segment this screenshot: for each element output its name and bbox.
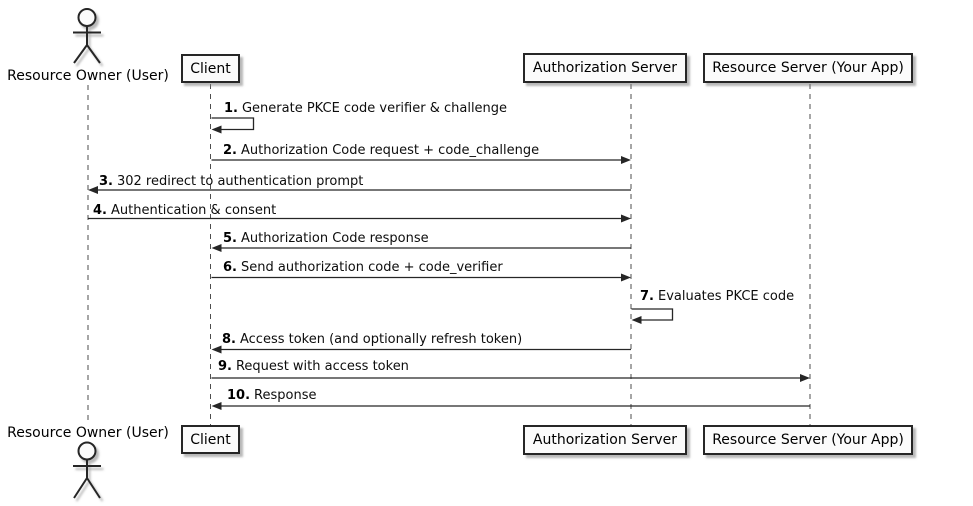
message-label-1: 1.Generate PKCE code verifier & challeng…	[224, 101, 507, 116]
message-text: Request with access token	[235, 359, 409, 374]
message-label-8: 8.Access token (and optionally refresh t…	[222, 332, 522, 347]
arrow-msg-3	[88, 186, 631, 194]
arrow-msg-1	[211, 117, 255, 134]
arrow-msg-6	[211, 273, 631, 282]
message-label-3: 3.302 redirect to authentication prompt	[99, 174, 363, 189]
actor-icon-bottom	[73, 441, 101, 499]
message-label-5: 5.Authorization Code response	[223, 231, 429, 246]
actor-label-top: Resource Owner (User)	[7, 68, 169, 84]
message-number: 7.	[640, 289, 654, 304]
participant-client-top: Client	[181, 54, 240, 83]
message-text: Authorization Code request + code_challe…	[240, 143, 540, 158]
arrow-msg-2	[211, 156, 631, 164]
message-number: 6.	[223, 260, 237, 275]
message-text: Authorization Code response	[240, 231, 429, 246]
message-label-9: 9.Request with access token	[218, 359, 409, 374]
participant-resource-server-top: Resource Server (Your App)	[703, 53, 913, 83]
message-number: 1.	[224, 101, 238, 116]
message-text: Access token (and optionally refresh tok…	[239, 332, 523, 347]
message-number: 5.	[223, 231, 237, 246]
actor-icon-top	[73, 8, 101, 64]
participant-authorization-server-top: Authorization Server	[523, 53, 687, 83]
participant-authorization-server-bottom: Authorization Server	[523, 425, 687, 455]
message-label-7: 7.Evaluates PKCE code	[640, 289, 794, 304]
message-label-2: 2.Authorization Code request + code_chal…	[223, 143, 539, 158]
message-number: 10.	[227, 388, 251, 403]
arrow-msg-7	[631, 308, 674, 324]
participant-client-bottom: Client	[181, 425, 240, 454]
arrow-msg-10	[211, 402, 810, 410]
message-text: Evaluates PKCE code	[657, 289, 795, 304]
arrow-msg-4	[88, 214, 631, 223]
message-number: 2.	[223, 143, 237, 158]
message-text: 302 redirect to authentication prompt	[116, 174, 364, 189]
message-text: Response	[254, 388, 317, 403]
message-label-10: 10.Response	[227, 388, 316, 403]
message-text: Authentication & consent	[110, 203, 277, 218]
message-text: Send authorization code + code_verifier	[240, 260, 503, 275]
message-label-6: 6.Send authorization code + code_verifie…	[223, 260, 503, 275]
participant-resource-server-bottom: Resource Server (Your App)	[703, 425, 913, 455]
message-number: 8.	[222, 332, 236, 347]
message-number: 4.	[93, 203, 107, 218]
arrow-msg-9	[211, 374, 810, 382]
arrow-msg-8	[211, 345, 631, 354]
arrow-msg-5	[211, 244, 631, 252]
message-number: 3.	[99, 174, 113, 189]
message-number: 9.	[218, 359, 232, 374]
message-text: Generate PKCE code verifier & challenge	[241, 101, 508, 116]
message-label-4: 4.Authentication & consent	[93, 203, 276, 218]
actor-label-bottom: Resource Owner (User)	[7, 425, 169, 441]
